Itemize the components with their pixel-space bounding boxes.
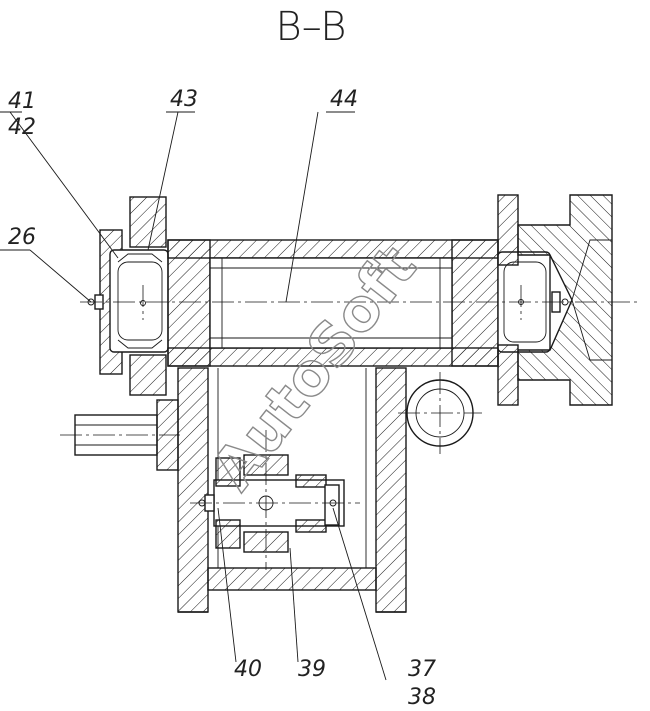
callout-38: 38	[408, 685, 436, 710]
callout-41: 41	[8, 89, 36, 114]
callout-37: 37	[408, 657, 436, 682]
leader-lines	[0, 111, 387, 681]
lower-gearbox	[60, 367, 482, 613]
upper-shaft-assembly	[80, 194, 640, 406]
section-title: B–B	[276, 4, 347, 50]
callout-26: 26	[8, 225, 36, 250]
callout-40: 40	[234, 657, 262, 682]
callout-44: 44	[330, 87, 358, 112]
callout-39: 39	[298, 657, 326, 682]
callout-42: 42	[8, 115, 36, 140]
callout-43: 43	[170, 87, 198, 112]
